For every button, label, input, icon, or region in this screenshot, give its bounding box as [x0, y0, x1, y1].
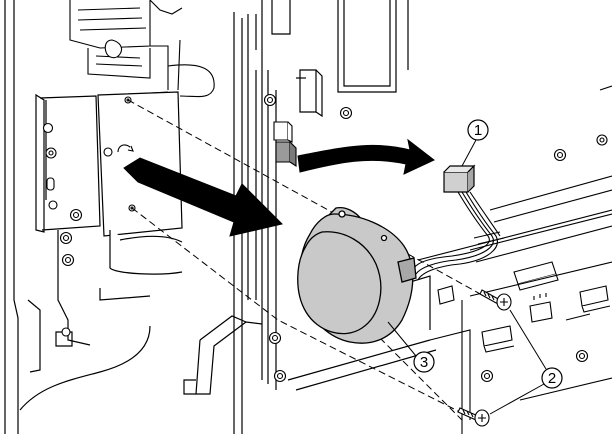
board-connector-socket: [273, 121, 297, 168]
stepper-motor: [297, 206, 417, 344]
control-board: [261, 0, 409, 118]
motor-connector-block: [397, 257, 417, 283]
harness-connector: [443, 164, 476, 193]
removal-direction-arrow: [123, 157, 283, 237]
board-components: [417, 85, 612, 434]
callout-3-label: 3: [420, 354, 428, 371]
callout-1-label: 1: [474, 122, 482, 139]
callout-1: 1: [461, 119, 489, 167]
left-frame-holes: [42, 122, 83, 337]
board-holes: [263, 93, 608, 383]
screw-lower: [457, 407, 490, 427]
bracket-mounting-holes: [103, 96, 136, 212]
harness-wires: [413, 191, 505, 281]
left-frame-panel: [4, 0, 101, 434]
lower-mounting-bracket: [19, 275, 437, 411]
callout-2: 2: [489, 309, 563, 415]
callout-3: 3: [387, 321, 435, 373]
motor-front-face: [297, 231, 382, 335]
disconnect-direction-arrow: [297, 138, 435, 175]
callout-2-label: 2: [548, 370, 556, 387]
screw-upper: [479, 289, 512, 311]
